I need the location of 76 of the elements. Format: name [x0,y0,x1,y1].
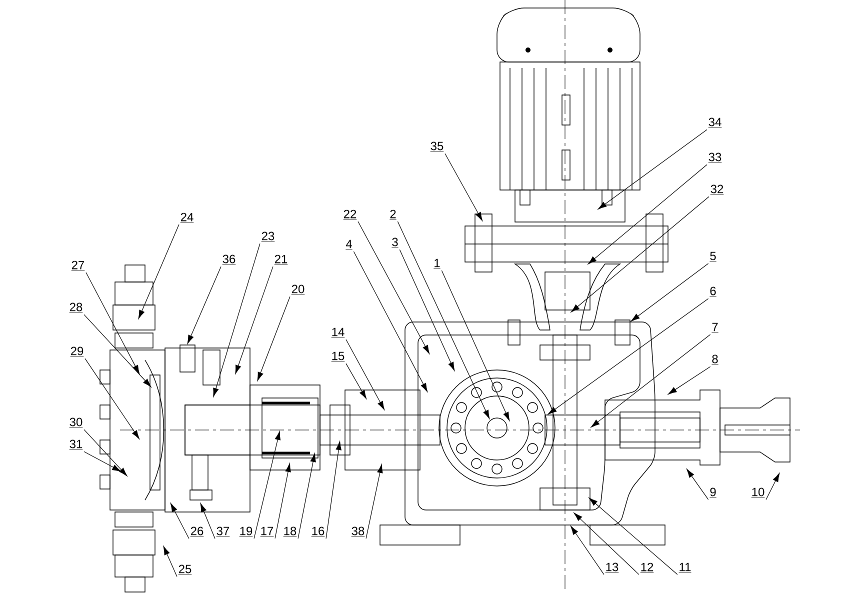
leader-line [138,224,180,319]
callout-number: 38 [351,526,365,537]
callout-number: 30 [69,418,83,428]
callout-number: 20 [291,284,305,295]
leader-line [397,221,490,419]
leader-line [570,196,710,312]
leader-line [298,453,316,539]
callout-number: 8 [711,354,719,365]
callout-number: 3 [391,238,399,248]
callout-number: 24 [180,212,194,223]
leader-line [588,164,708,264]
callout-number: 32 [710,184,724,195]
leader-line [598,129,708,210]
callout-number: 27 [71,260,85,271]
leader-line [274,463,291,539]
leader-line [213,243,260,397]
leader-line [399,249,455,371]
callout-number: 14 [331,328,345,338]
callout-number: 11 [678,562,692,573]
leader-line [366,464,383,539]
callout-number: 10 [751,488,765,498]
leader-line [257,296,290,381]
leader-line [86,272,140,374]
callout-number: 4 [345,240,353,250]
leader-line [235,266,274,374]
callout-number: 6 [709,286,717,297]
leader-line [686,468,709,500]
callout-number: 7 [711,322,719,333]
callout-number: 15 [331,352,345,362]
leader-line [170,503,190,539]
callout-number: 29 [70,346,84,357]
leader-line [548,298,709,414]
leader-line [630,263,709,322]
leader-line [766,473,780,500]
callout-number: 23 [261,232,275,242]
leader-line [254,431,280,539]
leader-line [570,526,604,575]
leader-line [441,270,510,421]
callout-number: 17 [260,526,274,537]
callout-number: 37 [216,526,230,537]
leader-line [358,221,430,354]
leader-line [84,429,128,476]
leader-line [346,363,367,399]
leader-line [84,314,152,388]
leader-line [668,366,711,394]
callout-number: 13 [605,562,619,573]
callout-number: 31 [69,440,83,450]
callout-number: 9 [709,488,717,498]
callout-number: 28 [69,302,83,313]
leader-line [574,512,640,575]
callout-number: 36 [222,254,236,265]
callout-number: 2 [389,210,397,220]
callout-number: 16 [311,526,325,537]
callout-number: 1 [433,258,441,269]
leader-line [444,153,483,221]
leader-line [84,358,140,440]
leader-line [200,503,216,539]
callout-number: 33 [708,152,722,163]
leader-line [84,451,121,472]
callout-number: 21 [274,254,288,265]
leader-line [187,266,222,344]
callout-number: 19 [239,526,253,537]
callout-number: 35 [430,142,444,152]
leader-line [353,251,428,392]
callout-number: 12 [640,562,654,573]
leader-line [326,441,342,539]
leader-line [590,334,711,428]
callout-number: 18 [283,526,297,537]
leader-line [163,546,178,577]
callout-number: 26 [190,526,204,537]
callout-number: 25 [178,564,192,575]
callout-number: 22 [343,210,357,220]
callout-number: 5 [709,252,717,262]
callout-number: 34 [708,118,722,128]
leader-line [588,498,678,575]
leader-line [346,339,385,410]
